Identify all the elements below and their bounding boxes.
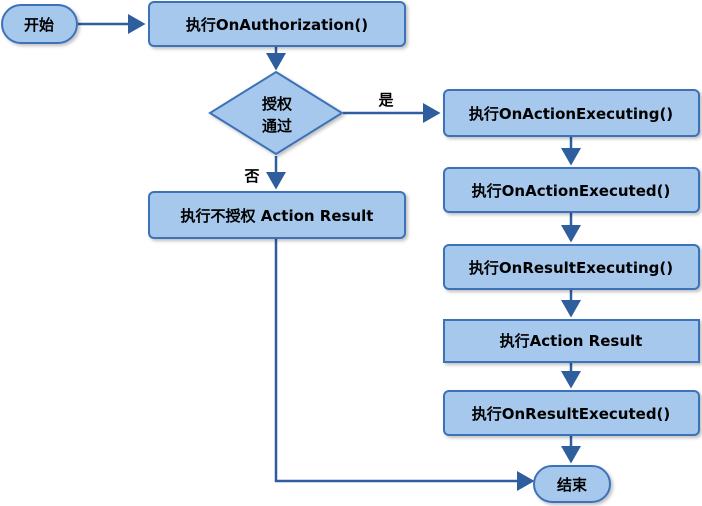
edge-label-no: 否 — [243, 167, 259, 185]
node-unauthorized-result-label: 执行不授权 Action Result — [181, 207, 374, 225]
node-end-label: 结束 — [557, 476, 588, 494]
node-unauthorized-result-shape — [148, 191, 406, 239]
node-on-result-executing-label: 执行OnResultExecuting() — [469, 259, 673, 277]
node-auth-decision-label-line1: 授权 — [262, 95, 293, 113]
node-action-result-shape — [443, 319, 700, 363]
edges — [78, 14, 581, 491]
node-auth-decision: 授权 通过 — [208, 70, 344, 156]
node-end-shape — [533, 465, 611, 503]
node-on-authorization-label: 执行OnAuthorization() — [186, 16, 368, 34]
node-on-result-executed: 执行OnResultExecuted() — [443, 390, 700, 436]
node-start: 开始 — [1, 4, 78, 44]
node-on-result-executed-label: 执行OnResultExecuted() — [472, 405, 671, 423]
node-action-result-label: 执行Action Result — [500, 332, 643, 350]
node-on-action-executed-label: 执行OnActionExecuted() — [472, 182, 671, 200]
node-on-action-executed: 执行OnActionExecuted() — [443, 167, 700, 213]
node-on-authorization: 执行OnAuthorization() — [148, 1, 406, 47]
node-unauthorized-result: 执行不授权 Action Result — [148, 191, 406, 239]
node-on-action-executing: 执行OnActionExecuting() — [443, 89, 700, 137]
node-on-action-executing-label: 执行OnActionExecuting() — [469, 105, 673, 123]
node-end: 结束 — [533, 465, 611, 503]
node-action-result: 执行Action Result — [443, 319, 700, 363]
node-on-result-executing-shape — [443, 244, 700, 290]
node-on-authorization-shape — [148, 1, 406, 47]
edge-label-yes: 是 — [377, 91, 394, 109]
node-start-label: 开始 — [24, 16, 54, 34]
node-on-action-executed-shape — [443, 167, 700, 213]
node-auth-decision-label-line2: 通过 — [262, 117, 292, 135]
node-auth-decision-shape — [208, 70, 344, 156]
node-on-result-executed-shape — [443, 390, 700, 436]
node-start-shape — [1, 4, 78, 44]
node-on-result-executing: 执行OnResultExecuting() — [443, 244, 700, 290]
node-on-action-executing-shape — [443, 89, 700, 137]
edge-unauthorized-to-end — [274, 238, 535, 491]
